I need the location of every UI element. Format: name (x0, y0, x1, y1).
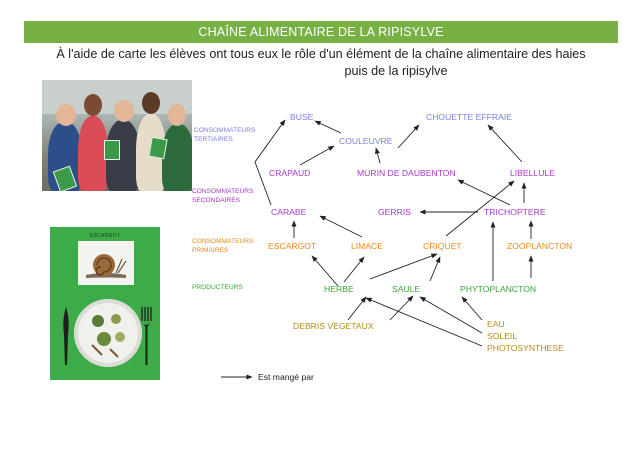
node-trichoptere: TRICHOPTERE (484, 207, 546, 217)
food-chain-card (104, 140, 120, 160)
slide-title-text: CHAÎNE ALIMENTAIRE DE LA RIPISYLVE (198, 25, 444, 39)
level-secondary-line-1: CONSOMMATEURS (192, 188, 254, 195)
subtitle-line-2: puis de la ripisylve (344, 64, 448, 78)
level-label-primary: CONSOMMATEURS PRIMAIRES (192, 238, 254, 254)
node-criquet: CRIQUET (423, 241, 462, 251)
arrow-eau-saule (419, 296, 483, 334)
node-eau: EAU (487, 319, 505, 329)
level-label-tertiary: CONSOMMATEURS TERTIAIRES (194, 127, 256, 143)
snail-icon (86, 254, 127, 278)
node-debris-vegetaux: DEBRIS VEGETAUX (293, 321, 374, 331)
node-limace: LIMACE (351, 241, 383, 251)
subtitle-line-1: À l'aide de carte les élèves ont tous eu… (56, 47, 586, 61)
arrow-murin-couleuvre (375, 147, 381, 164)
node-crapaud: CRAPAUD (269, 168, 310, 178)
level-primary-line-1: CONSOMMATEURS (192, 238, 254, 245)
legend-label: Est mangé par (258, 372, 314, 382)
node-escargot: ESCARGOT (268, 241, 317, 251)
level-primary-line-2: PRIMAIRES (192, 247, 229, 254)
pupil-head (56, 104, 76, 126)
arrow-crapaud-couleuvre (299, 145, 335, 166)
arrow-herbe-criquet (369, 253, 438, 280)
node-chouette-effraie: CHOUETTE EFFRAIE (426, 112, 512, 122)
arrow-debris-saule (389, 295, 414, 321)
pupil-head (84, 94, 102, 116)
card-label: ESCARGOT (89, 233, 121, 239)
snail-picture (78, 241, 134, 285)
level-label-secondary: CONSOMMATEURS SECONDAIRES (192, 188, 254, 204)
level-secondary-line-2: SECONDAIRES (192, 197, 241, 204)
knife-icon (63, 307, 69, 365)
arrow-carabe-buse (254, 119, 286, 206)
legend: Est mangé par (221, 372, 314, 382)
arrow-herbe-escargot (311, 255, 339, 287)
arrow-eau-phytoplancton (461, 296, 483, 321)
arrow-saule-criquet (429, 256, 441, 282)
node-photosynthese: PHOTOSYNTHESE (487, 343, 564, 353)
arrow-couleuvre-buse (314, 120, 342, 134)
node-herbe: HERBE (324, 284, 354, 294)
node-libellule: LIBELLULE (510, 168, 555, 178)
pupil-figure (78, 116, 108, 191)
arrow-herbe-limace (343, 256, 365, 283)
node-soleil: SOLEIL (487, 331, 517, 341)
pupils-photo (42, 80, 192, 191)
node-murin-de-daubenton: MURIN DE DAUBENTON (357, 168, 456, 178)
slide-title: CHAÎNE ALIMENTAIRE DE LA RIPISYLVE (24, 21, 618, 43)
arrow-libellule-chouette (487, 124, 523, 163)
node-gerris: GERRIS (378, 207, 411, 217)
plate (74, 299, 142, 367)
level-label-producers: PRODUCTEURS (192, 284, 244, 291)
arrow-eau-herbe (365, 297, 483, 347)
arrow-couleuvre-chouette (397, 124, 420, 149)
node-saule: SAULE (392, 284, 420, 294)
pupil-head (168, 104, 186, 126)
pupil-head (114, 100, 134, 122)
plant-food-icon (91, 314, 125, 358)
arrow-debris-herbe (347, 296, 367, 321)
eaten-by-arrows (254, 119, 534, 347)
level-tertiary-line-1: CONSOMMATEURS (194, 127, 256, 134)
node-phytoplancton: PHYTOPLANCTON (460, 284, 536, 294)
arrow-criquet-libellule (445, 180, 515, 237)
arrow-limace-carabe (319, 215, 363, 238)
slide-subtitle: À l'aide de carte les élèves ont tous eu… (28, 46, 614, 80)
arrow-trichoptere-murin (457, 179, 511, 206)
snail-card-photo: ESCARGOT (50, 227, 160, 380)
pupil-figure (162, 124, 192, 191)
node-couleuvre: COULEUVRE (339, 136, 393, 146)
node-zooplancton: ZOOPLANCTON (507, 241, 572, 251)
node-buse: BUSE (290, 112, 314, 122)
level-tertiary-line-2: TERTIAIRES (194, 136, 233, 143)
pupil-head (142, 92, 160, 114)
fork-icon (141, 307, 152, 365)
node-carabe: CARABE (271, 207, 307, 217)
